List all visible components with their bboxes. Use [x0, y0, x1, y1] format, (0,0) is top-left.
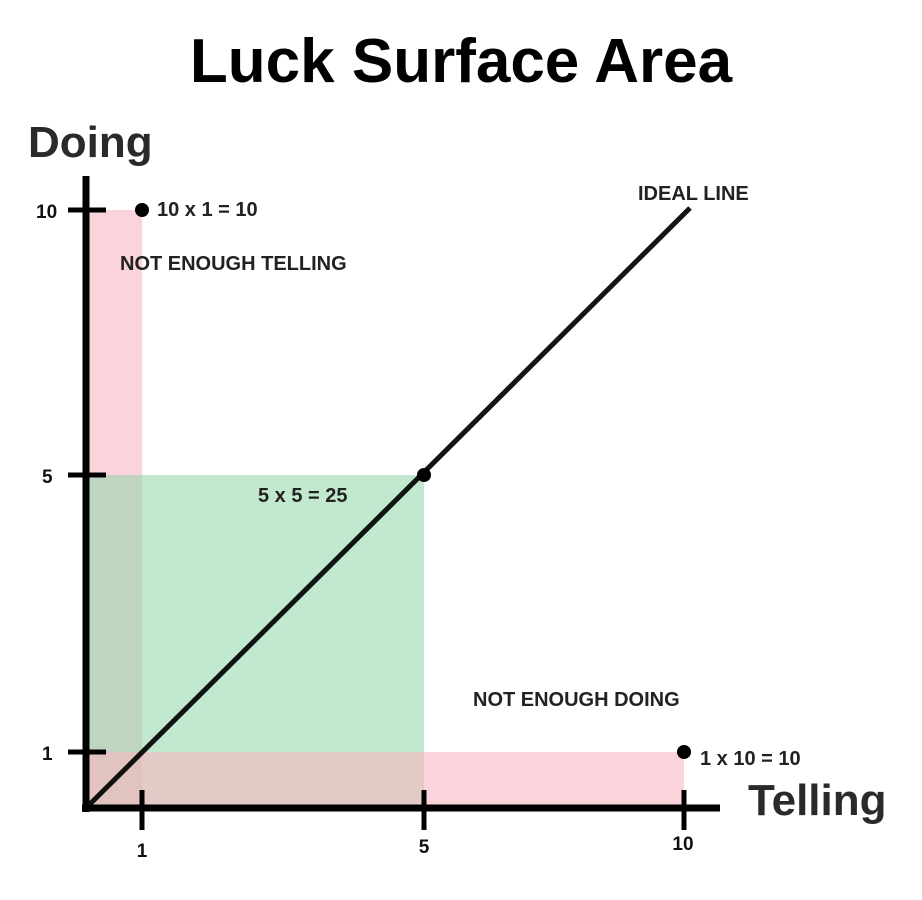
region-not-enough-doing: [86, 752, 684, 808]
x-tick-label-10: 10: [672, 834, 693, 855]
annotation-ideal-line: IDEAL LINE: [638, 183, 749, 205]
annotation-center-product: 5 x 5 = 25: [258, 485, 348, 507]
diagram-title: Luck Surface Area: [190, 27, 733, 96]
ideal-line: [86, 206, 692, 808]
annotations: 10 x 1 = 10 NOT ENOUGH TELLING IDEAL LIN…: [120, 183, 801, 770]
x-tick-label-1: 1: [137, 841, 148, 862]
marks-layer: [86, 203, 692, 808]
y-tick-label-1: 1: [42, 744, 53, 765]
annotation-not-enough-doing: NOT ENOUGH DOING: [473, 689, 680, 711]
annotation-top-left-product: 10 x 1 = 10: [157, 199, 258, 221]
annotation-not-enough-telling: NOT ENOUGH TELLING: [120, 253, 347, 275]
y-tick-label-5: 5: [42, 467, 53, 488]
tick-labels: 10 5 1 1 5 10: [36, 202, 694, 862]
annotation-bottom-right-product: 1 x 10 = 10: [700, 748, 801, 770]
x-axis-label: Telling: [748, 776, 887, 825]
y-tick-label-10: 10: [36, 202, 57, 223]
y-axis-label: Doing: [28, 118, 153, 167]
point-bottom-right: [677, 745, 691, 759]
x-tick-label-5: 5: [419, 837, 430, 858]
axes-layer: [68, 176, 720, 830]
point-top-left: [135, 203, 149, 217]
point-center: [417, 468, 431, 482]
